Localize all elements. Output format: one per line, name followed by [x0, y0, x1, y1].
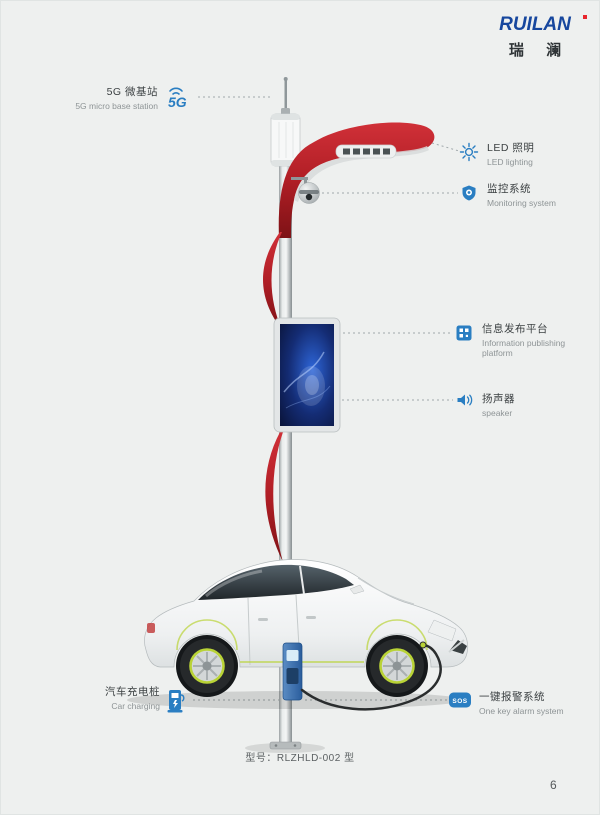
annotation-zh: 一键报警系统 — [479, 691, 545, 703]
annotation-monitoring-system: 监控系统 Monitoring system — [487, 181, 587, 208]
annotation-led-lighting: LED 照明 LED lighting — [487, 140, 579, 167]
model-number: 型号：RLZHLD-002 型 — [245, 753, 355, 764]
info-screen-icon — [454, 323, 474, 343]
annotation-en: One key alarm system — [479, 706, 564, 716]
red-fin-upper — [263, 232, 282, 330]
5g-signal-icon: 5G — [161, 82, 197, 110]
lamp-arm — [278, 122, 435, 238]
annotation-zh: 信息发布平台 — [482, 323, 548, 335]
ev-charger-icon — [166, 686, 186, 714]
annotation-zh: 监控系统 — [487, 183, 531, 195]
red-fin-lower — [265, 432, 283, 562]
information-display-screen — [273, 317, 341, 433]
brand-wordmark: RUILAN — [499, 14, 571, 35]
brand-logo: RUILAN 瑞 澜 — [490, 14, 587, 60]
annotation-zh: 5G 微基站 — [106, 86, 158, 98]
brand-chinese-name: 瑞 澜 — [508, 42, 571, 59]
page-number: 6 — [550, 778, 557, 792]
car-headlight — [427, 619, 457, 642]
annotation-car-charging: 汽车充电桩 Car charging — [88, 684, 160, 711]
annotation-zh: LED 照明 — [487, 142, 535, 154]
annotation-en: 5G micro base station — [75, 101, 158, 111]
speaker-icon — [454, 390, 474, 410]
annotation-speaker: 扬声器 speaker — [482, 391, 572, 418]
annotation-zh: 扬声器 — [482, 393, 515, 405]
annotation-info-publishing: 信息发布平台 Information publishing platform — [482, 321, 578, 358]
surveillance-camera — [291, 177, 320, 204]
annotation-5g-base-station: 5G 微基站 5G micro base station — [50, 84, 158, 111]
annotation-en: Monitoring system — [487, 198, 556, 208]
car-grille — [450, 640, 467, 654]
car-taillight — [147, 623, 155, 633]
electric-car — [127, 559, 469, 709]
annotation-en: Information publishing platform — [482, 338, 566, 359]
annotation-en: Car charging — [111, 701, 160, 711]
surveillance-icon — [459, 183, 479, 203]
logo-red-dot-icon — [583, 15, 587, 19]
car-front-wheel — [366, 635, 428, 697]
annotation-en: LED lighting — [487, 157, 533, 167]
antenna-rod — [281, 77, 290, 116]
charging-cable — [300, 641, 442, 711]
svg-text:SOS: SOS — [452, 698, 467, 705]
sos-icon: SOS — [448, 691, 472, 709]
car-mirror — [349, 584, 365, 595]
led-lighting-icon — [459, 142, 479, 162]
annotation-zh: 汽车充电桩 — [105, 686, 160, 698]
svg-text:5G: 5G — [168, 94, 187, 110]
car-windows — [198, 564, 354, 600]
annotation-one-key-alarm: 一键报警系统 One key alarm system — [479, 689, 584, 716]
charging-port — [419, 641, 427, 649]
annotation-en: speaker — [482, 408, 513, 418]
charging-pillar — [282, 642, 303, 701]
led-panel — [335, 144, 397, 159]
car-rear-wheel — [176, 635, 238, 697]
